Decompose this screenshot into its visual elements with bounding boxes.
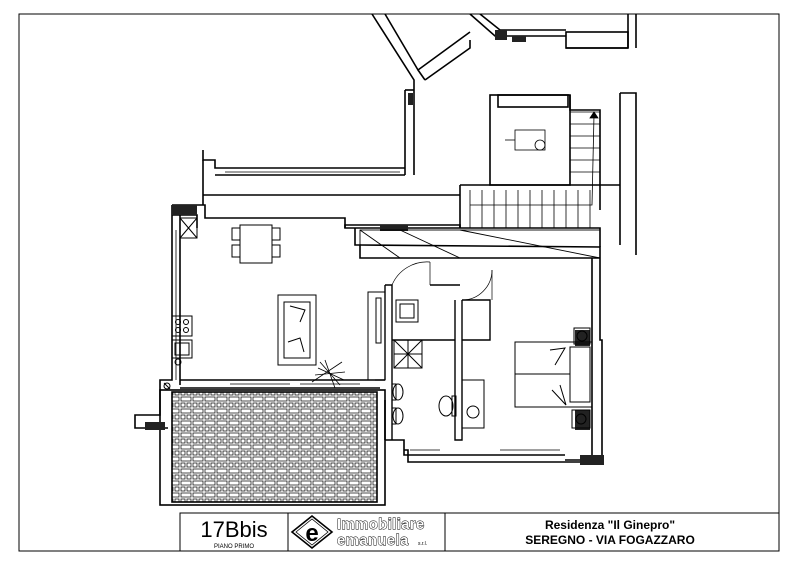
- exterior-walls: [134, 13, 637, 506]
- company-logo: e Immobiliare emanuela s.r.l.: [290, 514, 427, 549]
- wardrobe: [367, 291, 386, 381]
- logo-suffix: s.r.l.: [418, 541, 427, 547]
- plant: [311, 359, 346, 389]
- logo-line-1: Immobiliare: [337, 516, 425, 533]
- dining-table: [231, 224, 281, 264]
- double-bed: [514, 327, 593, 429]
- project-address: SEREGNO - VIA FOGAZZARO: [525, 533, 695, 547]
- unit-code: 17Bbis: [200, 517, 267, 542]
- sofa: [277, 294, 317, 366]
- sheet-border: [18, 13, 780, 552]
- logo-letter: e: [305, 520, 318, 547]
- bathroom-fixtures: [391, 299, 485, 429]
- project-name: Residenza "Il Ginepro": [545, 518, 675, 532]
- staircase: [469, 111, 600, 228]
- kitchen-counter: [163, 217, 198, 390]
- door-swings: [391, 261, 493, 301]
- floor-label: PIANO PRIMO: [214, 544, 254, 550]
- logo-line-2: emanuela: [337, 532, 409, 549]
- title-block: 17Bbis PIANO PRIMO e Immobiliare emanuel…: [179, 512, 780, 552]
- interior-walls: [384, 284, 491, 441]
- entrance-strip: [359, 229, 601, 259]
- wall-piers: [145, 30, 604, 465]
